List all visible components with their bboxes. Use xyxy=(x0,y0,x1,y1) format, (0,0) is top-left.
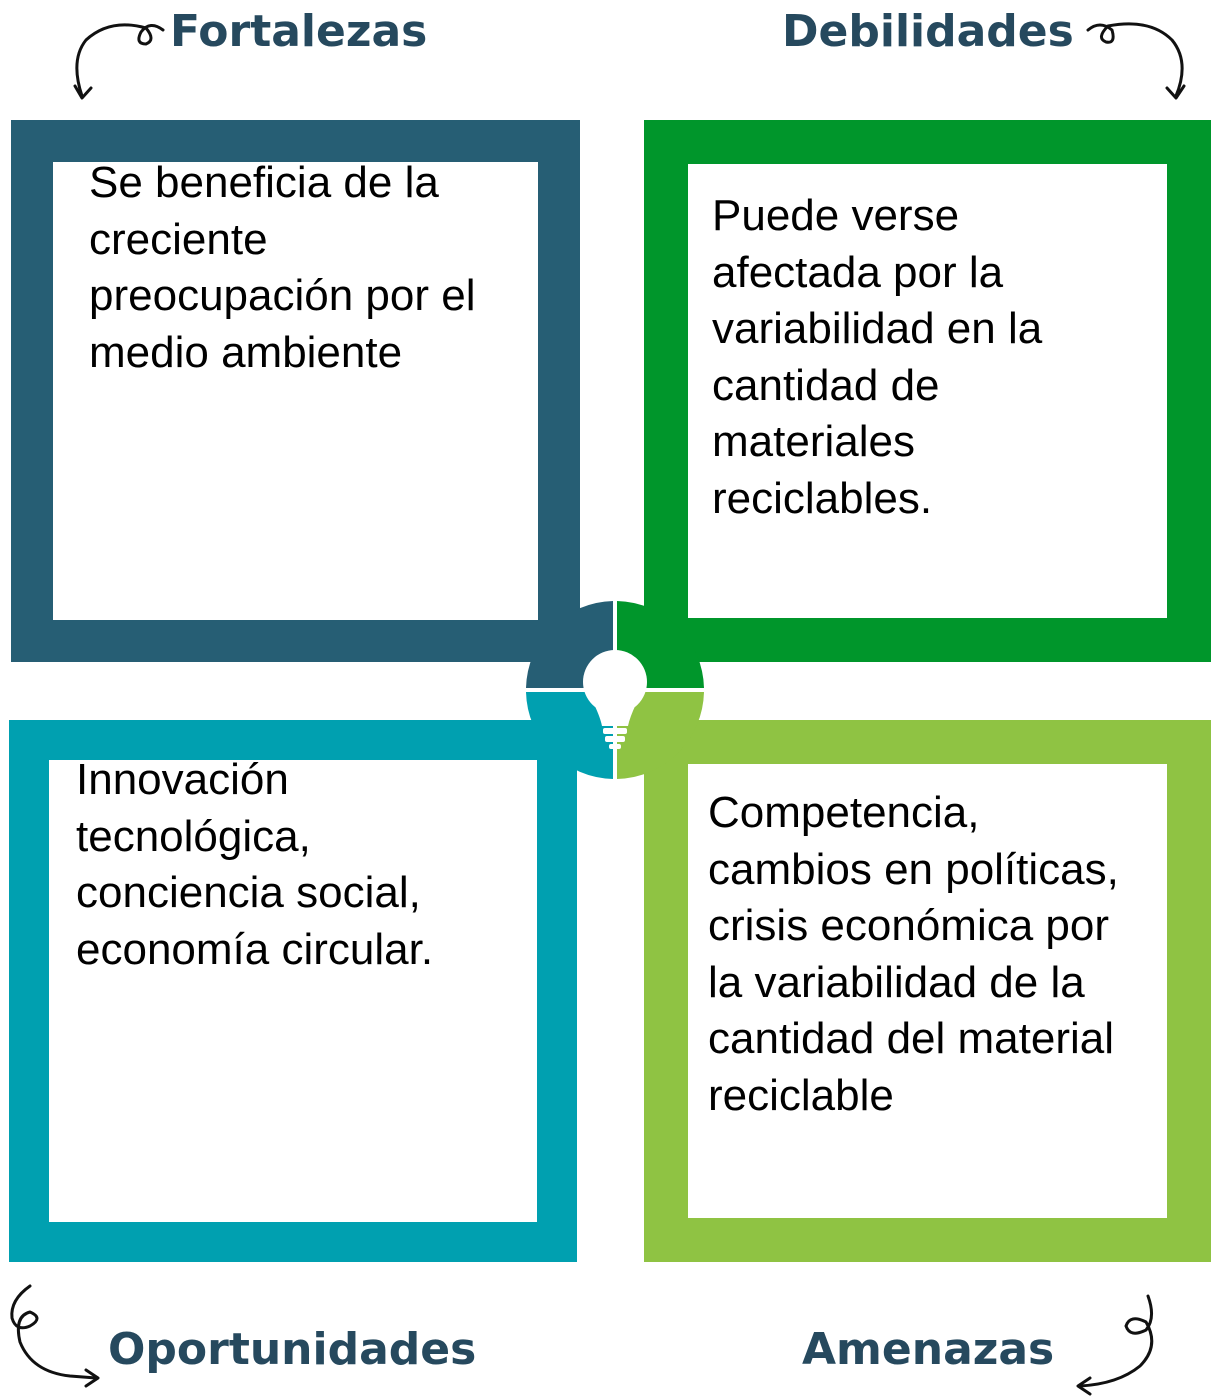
debilidades-frame xyxy=(644,120,1211,662)
oportunidades-frame xyxy=(9,720,577,1262)
curly-arrow-icon xyxy=(10,1284,100,1388)
oportunidades-text: Innovación tecnológica, conciencia socia… xyxy=(76,755,434,974)
fortalezas-text: Se beneficia de la creciente preocupació… xyxy=(89,158,476,377)
debilidades-text: Puede verse afectada por la variabilidad… xyxy=(712,191,1043,523)
fortalezas-heading: Fortalezas xyxy=(170,6,428,57)
amenazas-frame xyxy=(644,720,1211,1262)
oportunidades-heading: Oportunidades xyxy=(108,1324,477,1375)
debilidades-heading: Debilidades xyxy=(782,6,1074,57)
curly-arrow-icon xyxy=(1086,22,1186,100)
curly-arrow-icon xyxy=(73,23,165,100)
amenazas-text: Competencia, cambios en políticas, crisi… xyxy=(708,788,1119,1120)
fortalezas-frame xyxy=(11,120,580,662)
curly-arrow-icon xyxy=(1076,1294,1154,1396)
lightbulb-icon xyxy=(583,650,647,749)
amenazas-heading: Amenazas xyxy=(802,1324,1055,1375)
